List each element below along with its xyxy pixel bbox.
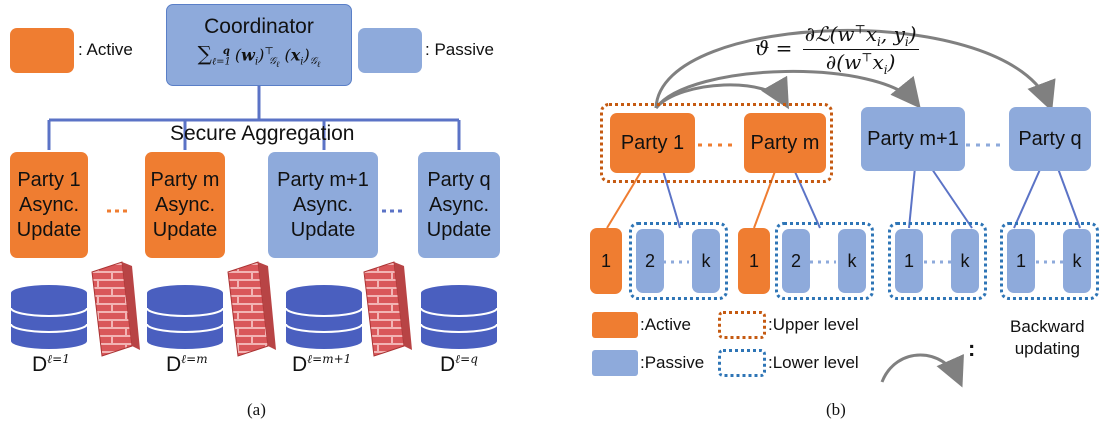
party-box-passive: Party q Async. Update [418, 152, 500, 258]
leaf-node: 1 [1007, 229, 1035, 293]
legend-active-label: :Active [640, 315, 692, 334]
legend-active-label: : Active [78, 40, 133, 59]
leaf-node: 1 [590, 228, 622, 294]
database-label: Dℓ=m+1 [292, 352, 352, 376]
database-label: Dℓ=m [166, 352, 208, 376]
legend-upper-label: :Upper level [768, 315, 859, 334]
lower-level-group [1000, 222, 1099, 300]
legend-passive-swatch [592, 350, 638, 376]
theta-formula: ϑ = ∂ℒ(w⊤xi, yi) ∂(w⊤xi) [755, 22, 919, 77]
database-icon [146, 285, 224, 349]
coordinator-title: Coordinator [204, 14, 314, 38]
leaf-node: 1 [895, 229, 923, 293]
leaf-node: 2 [782, 229, 810, 293]
legend-backward-label: Backward updating [1010, 317, 1085, 358]
leaf-node: 2 [636, 229, 664, 293]
database-label: Dℓ=q [440, 352, 478, 376]
party-box-active: Party 1 Async. Update [10, 152, 88, 258]
party-box-active: Party m [744, 113, 826, 173]
lower-level-group [888, 222, 987, 300]
secure-aggregation-label: Secure Aggregation [170, 122, 355, 145]
legend-lower-label: :Lower level [768, 353, 859, 372]
party-box-passive: Party m+1 [861, 107, 965, 171]
caption-b: (b) [826, 400, 846, 419]
database-icon [420, 285, 498, 349]
firewall-icon [227, 261, 276, 357]
party-box-passive: Party q [1009, 107, 1091, 171]
database-label: Dℓ=1 [32, 352, 70, 376]
upper-level-group [600, 103, 833, 183]
leaf-node: k [951, 229, 979, 293]
legend-active-swatch [10, 28, 74, 73]
database-icon [10, 285, 88, 349]
lower-level-group [629, 222, 728, 300]
backward-arrows [654, 29, 1056, 388]
party-box-passive: Party m+1 Async. Update [268, 152, 378, 258]
legend-active-swatch [592, 312, 638, 338]
lower-level-group [775, 222, 874, 300]
legend-upper-swatch [718, 311, 766, 339]
caption-a: (a) [247, 400, 266, 419]
legend-lower-swatch [718, 349, 766, 377]
leaf-node: k [1063, 229, 1091, 293]
coordinator-formula: ∑ℓ=1q (wi)⊤𝒢ℓ (xi)𝒢ℓ [197, 41, 321, 70]
leaf-node: k [692, 229, 720, 293]
legend-passive-swatch [358, 28, 422, 73]
coordinator-box: Coordinator ∑ℓ=1q (wi)⊤𝒢ℓ (xi)𝒢ℓ [166, 4, 352, 86]
leaf-node: 1 [738, 228, 770, 294]
database-icon [285, 285, 363, 349]
aggregation-lines [47, 85, 461, 150]
firewall-icon [91, 261, 140, 357]
legend-backward-colon: : [968, 336, 976, 361]
firewall-icon [363, 261, 412, 357]
party-box-active: Party m Async. Update [145, 152, 225, 258]
leaf-node: k [838, 229, 866, 293]
legend-passive-label: :Passive [640, 353, 705, 372]
party-box-active: Party 1 [610, 113, 695, 173]
legend-passive-label: : Passive [425, 40, 494, 59]
